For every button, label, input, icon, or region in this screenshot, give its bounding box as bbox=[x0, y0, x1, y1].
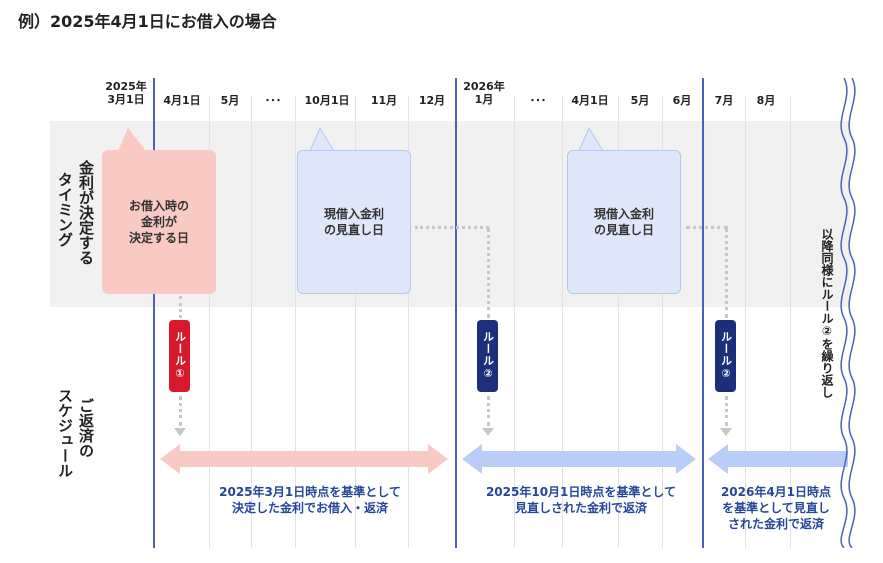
dotted-connector-v bbox=[179, 296, 182, 318]
rule-2-badge: ルール② bbox=[477, 320, 498, 392]
period-arrow-1 bbox=[160, 444, 448, 474]
month-label: 5月 bbox=[630, 94, 650, 107]
grid-line bbox=[790, 96, 791, 548]
dotted-connector-v bbox=[179, 396, 182, 426]
bubble-initial-rate-day: お借入時の 金利が 決定する日 bbox=[102, 150, 216, 294]
down-arrow-icon bbox=[174, 428, 186, 436]
row-label-rate-timing-2: タイミング bbox=[56, 172, 74, 247]
grid-line bbox=[662, 96, 663, 548]
month-label: ･･･ bbox=[264, 94, 282, 107]
month-label: 12月 bbox=[418, 94, 446, 107]
row-label-rate-timing-1: 金利が決定する bbox=[77, 160, 95, 265]
month-label: 7月 bbox=[714, 94, 734, 107]
month-label: 10月1日 bbox=[304, 94, 350, 107]
month-label: 8月 bbox=[756, 94, 776, 107]
dotted-connector-v bbox=[725, 228, 728, 318]
month-label: ･･･ bbox=[529, 94, 547, 107]
month-label: 11月 bbox=[370, 94, 398, 107]
grid-line bbox=[745, 96, 746, 548]
period-caption-2: 2025年10月1日時点を基準として 見直しされた金利で返済 bbox=[485, 485, 677, 515]
month-label: 6月 bbox=[672, 94, 692, 107]
month-label: 5月 bbox=[220, 94, 240, 107]
grid-line bbox=[209, 96, 210, 548]
bubble-review-day-1: 現借入金利 の見直し日 bbox=[297, 150, 411, 294]
period-arrow-3 bbox=[708, 444, 848, 474]
period-caption-3: 2026年4月1日時点 を基準として見直し された金利で返済 bbox=[720, 485, 832, 531]
down-arrow-icon bbox=[720, 428, 732, 436]
marker-line-2026-01 bbox=[455, 78, 457, 548]
rule-2-badge: ルール② bbox=[715, 320, 736, 392]
dotted-connector-h bbox=[686, 226, 728, 229]
down-arrow-icon bbox=[482, 428, 494, 436]
grid-line bbox=[295, 96, 296, 548]
marker-line-2026-07 bbox=[702, 78, 704, 548]
grid-line bbox=[514, 96, 515, 548]
dotted-connector-v bbox=[487, 396, 490, 426]
dotted-connector-h bbox=[415, 226, 489, 229]
grid-line bbox=[618, 96, 619, 548]
period-caption-1: 2025年3月1日時点を基準として 決定した金利でお借入・返済 bbox=[219, 485, 401, 515]
grid-line bbox=[408, 96, 409, 548]
page-title: 例）2025年4月1日にお借入の場合 bbox=[18, 12, 277, 31]
bubble-tail-initial bbox=[118, 128, 146, 151]
row-label-schedule-2: スケジュール bbox=[56, 388, 74, 478]
bubble-review-day-2: 現借入金利 の見直し日 bbox=[567, 150, 681, 294]
repeat-note: 以降同様にルール②を繰り返し bbox=[820, 228, 834, 398]
wavy-break-line bbox=[840, 78, 856, 548]
marker-line-2025-04 bbox=[153, 78, 155, 548]
dotted-connector-v bbox=[487, 228, 490, 318]
rule-1-badge: ルール① bbox=[169, 320, 190, 392]
row-label-schedule-1: ご返済の bbox=[77, 398, 95, 458]
period-arrow-2 bbox=[462, 444, 696, 474]
month-label: 4月1日 bbox=[571, 94, 609, 107]
grid-line bbox=[562, 96, 563, 548]
dotted-connector-v bbox=[725, 396, 728, 426]
grid-line bbox=[355, 96, 356, 548]
month-label: 4月1日 bbox=[163, 94, 201, 107]
grid-line bbox=[251, 96, 252, 548]
